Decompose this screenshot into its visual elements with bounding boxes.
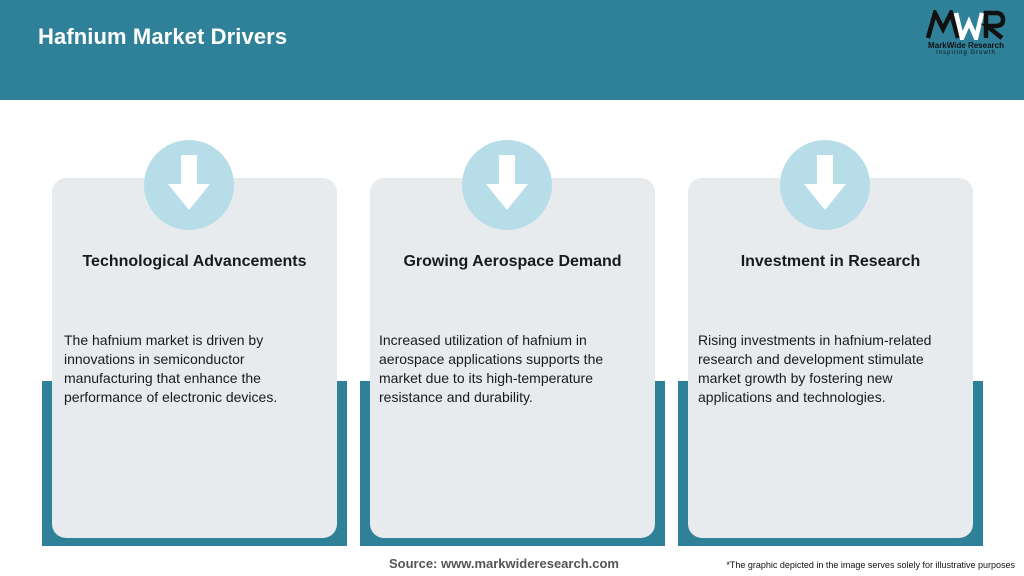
driver-description: Increased utilization of hafnium in aero…: [379, 332, 604, 405]
driver-description: The hafnium market is driven by innovati…: [64, 332, 278, 405]
logo-tagline: Inspiring Growth: [936, 50, 996, 56]
driver-card: [52, 178, 337, 538]
down-arrow-icon: [462, 140, 552, 230]
driver-card: [370, 178, 655, 538]
disclaimer-note: *The graphic depicted in the image serve…: [726, 560, 1015, 570]
driver-title: Growing Aerospace Demand: [403, 253, 622, 270]
down-arrow-icon: [780, 140, 870, 230]
driver-column-1: Technological Advancements The hafnium m…: [42, 140, 347, 550]
header-banner: Hafnium Market Drivers MarkWide Research…: [0, 0, 1024, 100]
driver-column-3: Investment in Research Rising investment…: [678, 140, 983, 550]
logo-name: MarkWide Research: [928, 41, 1004, 50]
driver-card: [688, 178, 973, 538]
source-citation: Source: www.markwideresearch.com: [388, 556, 619, 571]
driver-title: Technological Advancements: [82, 253, 307, 270]
driver-description: Rising investments in hafnium-related re…: [698, 332, 932, 405]
markwide-research-logo: MarkWide Research Inspiring Growth: [918, 10, 1014, 60]
page-title: Hafnium Market Drivers: [38, 24, 288, 49]
down-arrow-icon: [144, 140, 234, 230]
driver-title: Investment in Research: [740, 253, 921, 270]
mwr-logo-icon: [926, 10, 1006, 40]
driver-column-2: Growing Aerospace Demand Increased utili…: [360, 140, 665, 550]
